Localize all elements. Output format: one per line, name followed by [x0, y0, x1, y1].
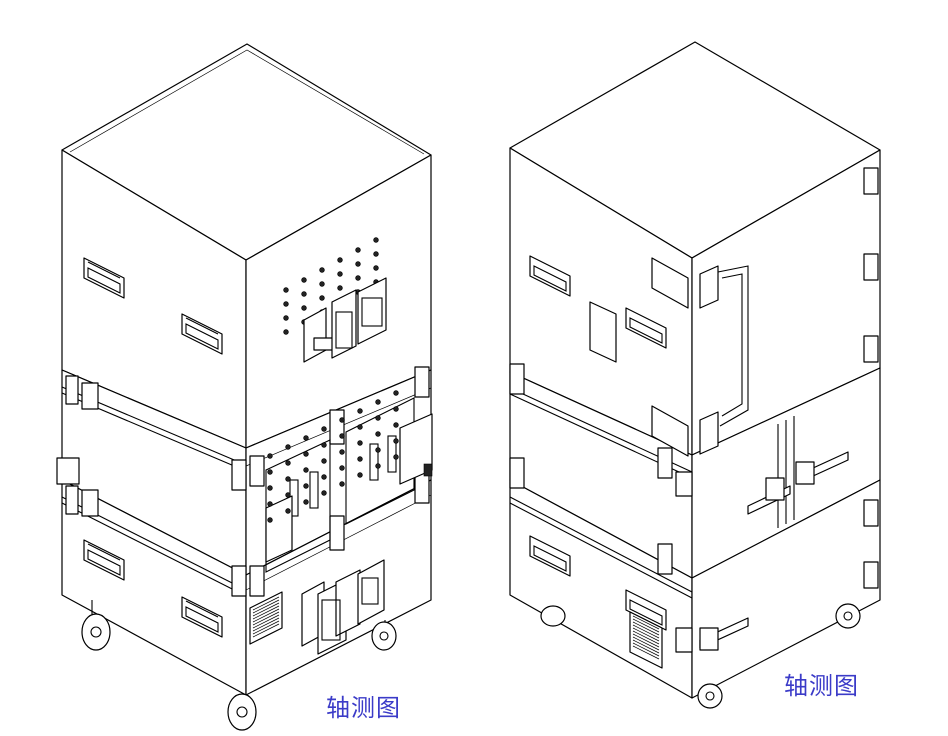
left-cabinet-view [56, 43, 433, 731]
right-mount-plate [589, 301, 617, 363]
right-handle-upper-1[interactable] [529, 255, 571, 297]
left-handle-upper-1[interactable] [83, 257, 125, 299]
right-vent-grille [629, 611, 663, 669]
left-corner-brackets [65, 366, 430, 597]
right-view-caption: 轴测图 [784, 672, 859, 700]
left-connector-panel-lower [301, 559, 385, 655]
right-handle-lower-2[interactable] [625, 589, 667, 631]
right-cabinet-view [509, 41, 881, 709]
left-middle-hole-grid [267, 390, 399, 523]
right-handle-upper-2[interactable] [625, 307, 667, 349]
right-door-handle[interactable] [717, 265, 749, 427]
right-handle-lower-1[interactable] [529, 535, 571, 577]
right-casters [540, 603, 861, 709]
left-connector-panel-upper [303, 277, 387, 363]
left-handle-lower-2[interactable] [181, 596, 223, 638]
right-door-hinges [651, 167, 879, 653]
left-vent-grille [249, 591, 283, 645]
left-casters [81, 600, 397, 731]
left-handle-upper-2[interactable] [181, 313, 223, 355]
right-lower-latch[interactable] [699, 617, 749, 651]
right-middle-latches[interactable] [747, 416, 849, 528]
left-side-latch [56, 457, 80, 485]
left-middle-panels [265, 397, 433, 573]
left-handle-lower-1[interactable] [83, 539, 125, 581]
left-view-caption: 轴测图 [326, 694, 401, 722]
right-lower-right-face [691, 479, 881, 699]
